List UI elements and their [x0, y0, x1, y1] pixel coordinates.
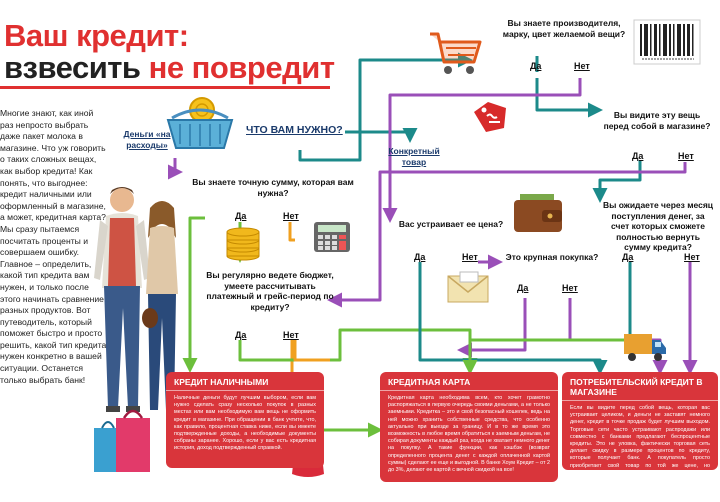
exact-sum-yes: Да	[235, 211, 247, 221]
question-maker: Вы знаете производителя, марку, цвет жел…	[502, 18, 626, 39]
branch-item: Конкретный товар	[388, 146, 440, 167]
sale-tag-icon	[474, 102, 506, 132]
card-store-text: Если вы видите перед собой вещь, которая…	[570, 405, 710, 470]
start-question: ЧТО ВАМ НУЖНО?	[246, 124, 343, 136]
card-credit-card-text: Кредитная карта необходима всем, кто хоч…	[388, 395, 550, 474]
card-credit-card: КРЕДИТНАЯ КАРТА Кредитная карта необходи…	[380, 372, 558, 482]
question-big-purchase: Это крупная покупка?	[505, 252, 599, 262]
month-income-yes: Да	[622, 252, 634, 262]
card-cash-credit: КРЕДИТ НАЛИЧНЫМИ Наличные деньги будут л…	[166, 372, 324, 468]
price-no: Нет	[462, 252, 478, 262]
wallet-icon	[514, 194, 562, 232]
see-item-yes: Да	[632, 151, 644, 161]
budget-no: Нет	[283, 330, 299, 340]
big-purchase-no: Нет	[562, 283, 578, 293]
price-yes: Да	[414, 252, 426, 262]
arrow-to-maker	[298, 52, 473, 162]
barcode-icon	[633, 19, 701, 65]
shopping-basket-icon	[166, 97, 234, 149]
see-item-no: Нет	[678, 151, 694, 161]
shopping-bags-icon	[94, 409, 150, 472]
page-title-line2: взвесить не повредит	[4, 50, 335, 86]
page-title-line1: Ваш кредит:	[4, 18, 189, 53]
month-income-no: Нет	[684, 252, 700, 262]
card-store-title: ПОТРЕБИТЕЛЬСКИЙ КРЕДИТ В МАГАЗИНЕ	[562, 372, 718, 401]
question-budget: Вы регулярно ведете бюджет, умеете рассч…	[206, 270, 334, 312]
maker-no: Нет	[574, 61, 590, 71]
card-cash-text: Наличные деньги будут лучшим выбором, ес…	[174, 395, 316, 452]
card-cash-title: КРЕДИТ НАЛИЧНЫМИ	[166, 372, 324, 391]
question-month-income: Вы ожидаете через месяц поступления дене…	[602, 200, 714, 252]
calculator-icon	[314, 222, 350, 252]
question-exact-sum: Вы знаете точную сумму, которая вам нужн…	[192, 177, 354, 198]
title-red-part: не повредит	[148, 50, 335, 85]
maker-yes: Да	[530, 61, 542, 71]
branch-money: Деньги «на расходы»	[123, 129, 171, 150]
shopping-cart-icon	[430, 32, 482, 74]
question-price: Вас устраивает ее цена?	[398, 219, 504, 229]
title-underline	[0, 86, 330, 89]
intro-text: Многие знают, как иной раз непросто выбр…	[0, 108, 107, 385]
big-purchase-yes: Да	[517, 283, 529, 293]
question-see-item: Вы видите эту вещь перед собой в магазин…	[603, 110, 711, 131]
budget-yes: Да	[235, 330, 247, 340]
truck-icon	[624, 334, 666, 361]
coins-icon	[226, 227, 260, 261]
title-dark-part: взвесить	[4, 50, 149, 85]
card-credit-card-title: КРЕДИТНАЯ КАРТА	[380, 372, 558, 391]
exact-sum-no: Нет	[283, 211, 299, 221]
card-store-credit: ПОТРЕБИТЕЛЬСКИЙ КРЕДИТ В МАГАЗИНЕ Если в…	[562, 372, 718, 470]
envelope-icon	[447, 271, 489, 303]
